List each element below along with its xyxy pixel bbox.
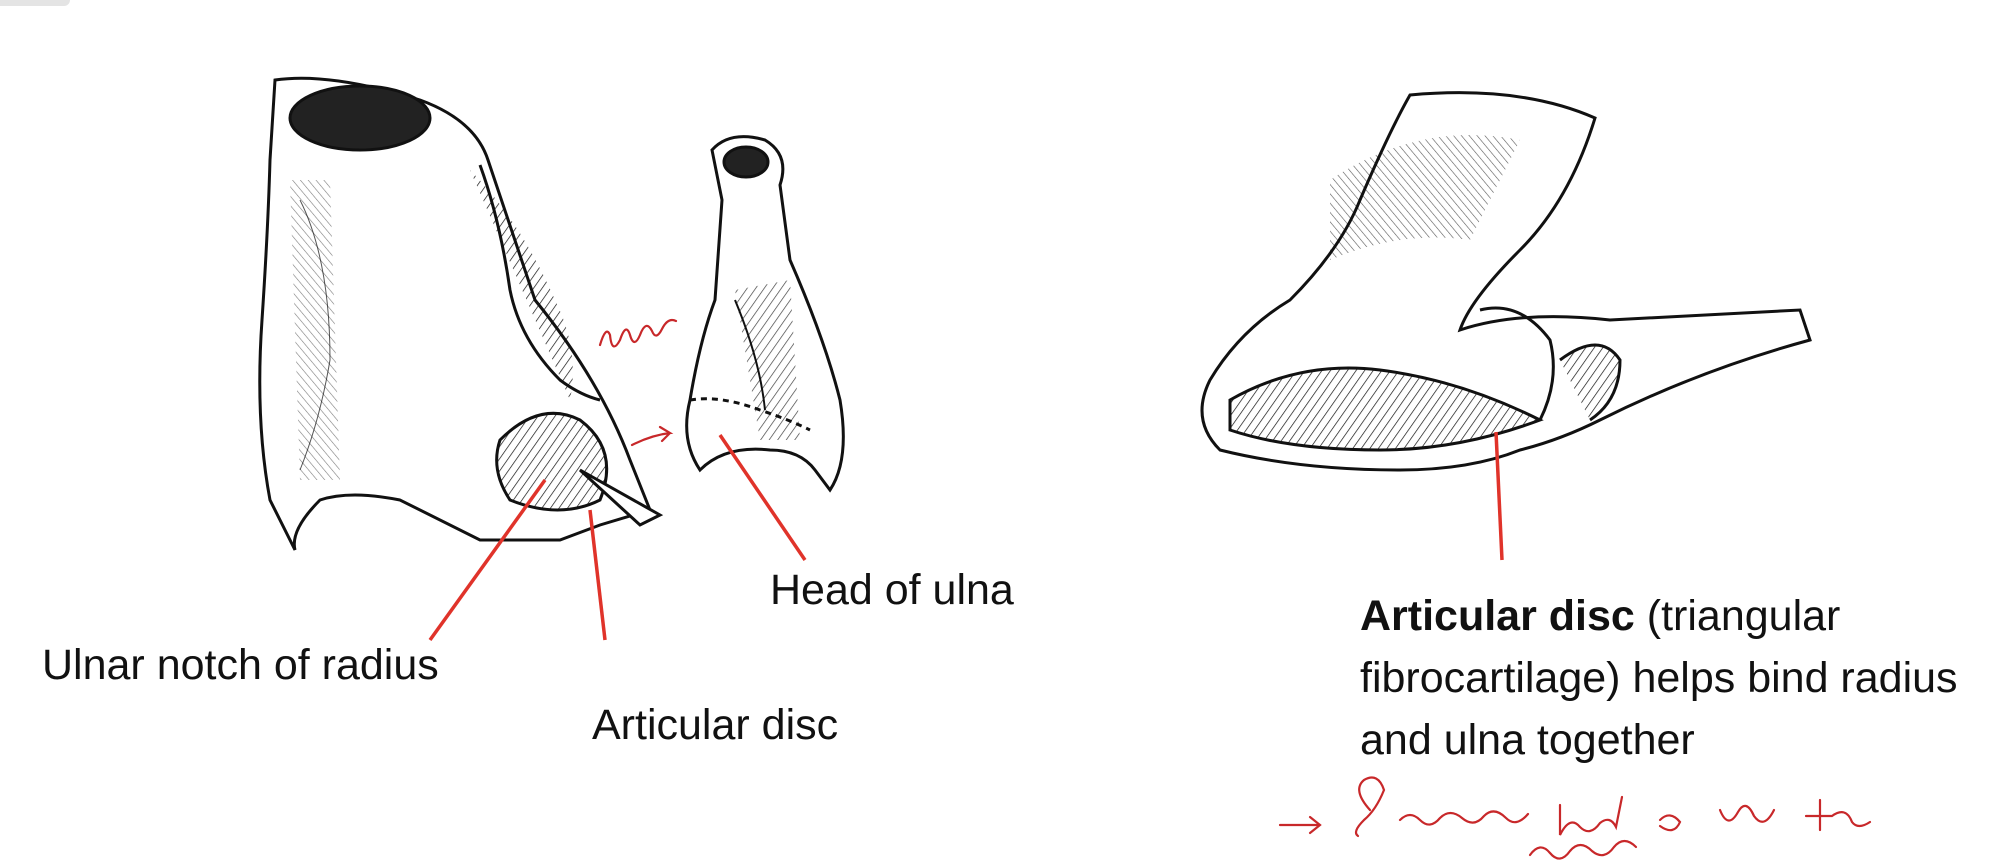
radius-bone-drawing (258, 76, 664, 551)
ulna-bone-drawing (685, 135, 845, 493)
window-corner (0, 0, 70, 6)
leader-line-right-disc (1494, 431, 1504, 561)
articular-disc-description: Articular disc (triangular fibrocartilag… (1360, 585, 1960, 771)
label-ulnar-notch-of-radius: Ulnar notch of radius (42, 641, 439, 689)
leader-lines (428, 431, 1504, 642)
label-head-of-ulna: Head of ulna (770, 566, 1014, 614)
label-articular-disc: Articular disc (592, 701, 839, 749)
description-text: (triangular fibrocartilage) helps bind r… (1360, 592, 1958, 764)
wrist-disc-drawing (1200, 91, 1812, 472)
leader-line-head-of-ulna (718, 434, 807, 561)
leader-line-articular-disc (588, 509, 607, 641)
handwritten-annotations (598, 318, 1872, 860)
description-bold-term: Articular disc (1360, 592, 1635, 640)
leader-line-ulnar-notch (428, 478, 547, 642)
